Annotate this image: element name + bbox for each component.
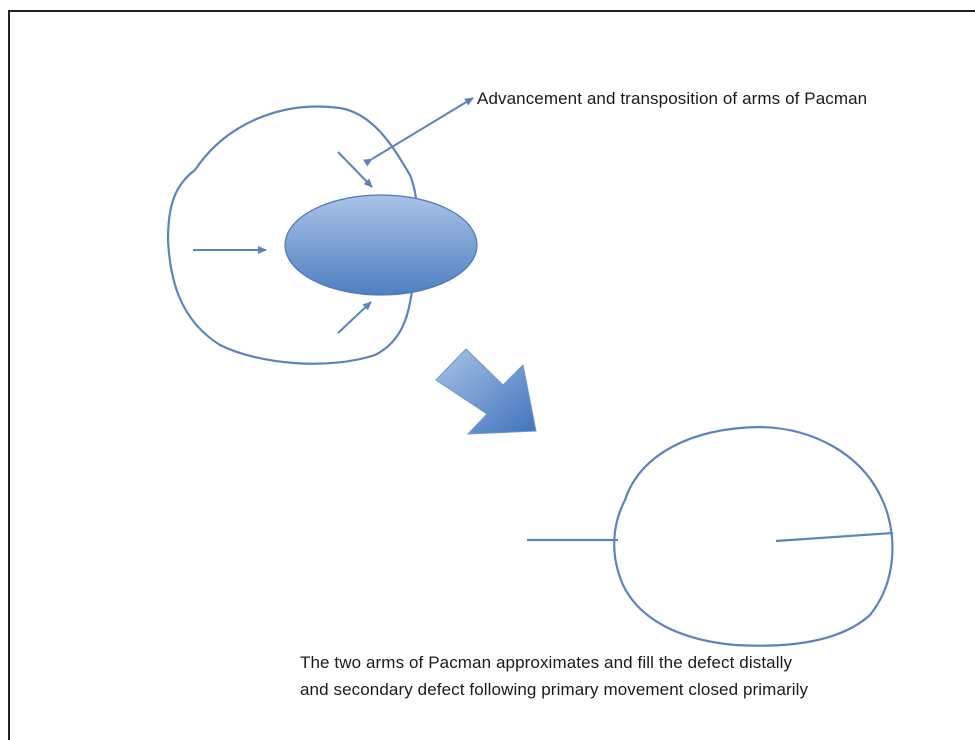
primary-defect-oval (284, 194, 478, 296)
closed-flap-outline (613, 425, 894, 647)
annotation-bottom-line-2: and secondary defect following primary m… (300, 680, 809, 699)
bottom-inward-arrow (337, 301, 372, 334)
annotation-top-label: Advancement and transposition of arms of… (477, 89, 868, 108)
annotation-pointer-arrow (363, 97, 474, 167)
top-inward-arrow (337, 151, 373, 188)
right-arm-line (775, 531, 894, 543)
initial-flap-outline (166, 105, 419, 365)
transition-arrow (435, 348, 537, 435)
annotation-bottom-line-1: The two arms of Pacman approximates and … (300, 653, 793, 672)
